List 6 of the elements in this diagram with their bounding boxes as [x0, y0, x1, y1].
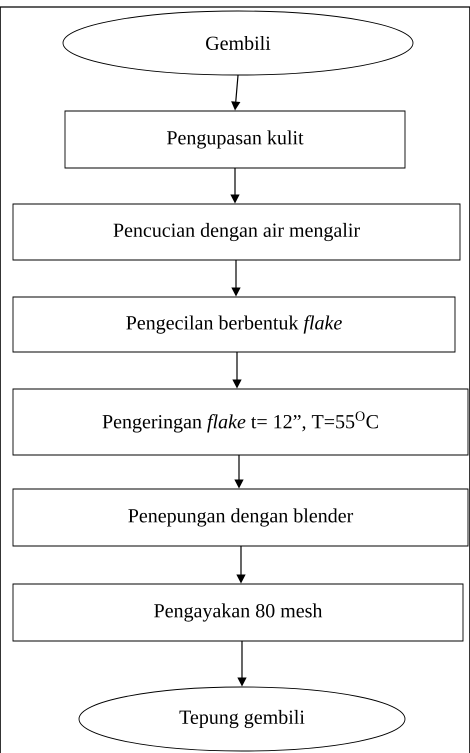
process-box: Pengeringan flake t= 12”, T=55$^{O}$C — [12, 388, 468, 456]
process-box: Penepungan dengan blender — [12, 488, 468, 546]
process-box: Pengupasan kulit — [64, 110, 406, 168]
process-box: Pengecilan berbentuk flake — [12, 296, 456, 352]
process-box: Pengayakan 80 mesh — [12, 584, 464, 642]
process-box: Pencucian dengan air mengalir — [12, 204, 460, 260]
